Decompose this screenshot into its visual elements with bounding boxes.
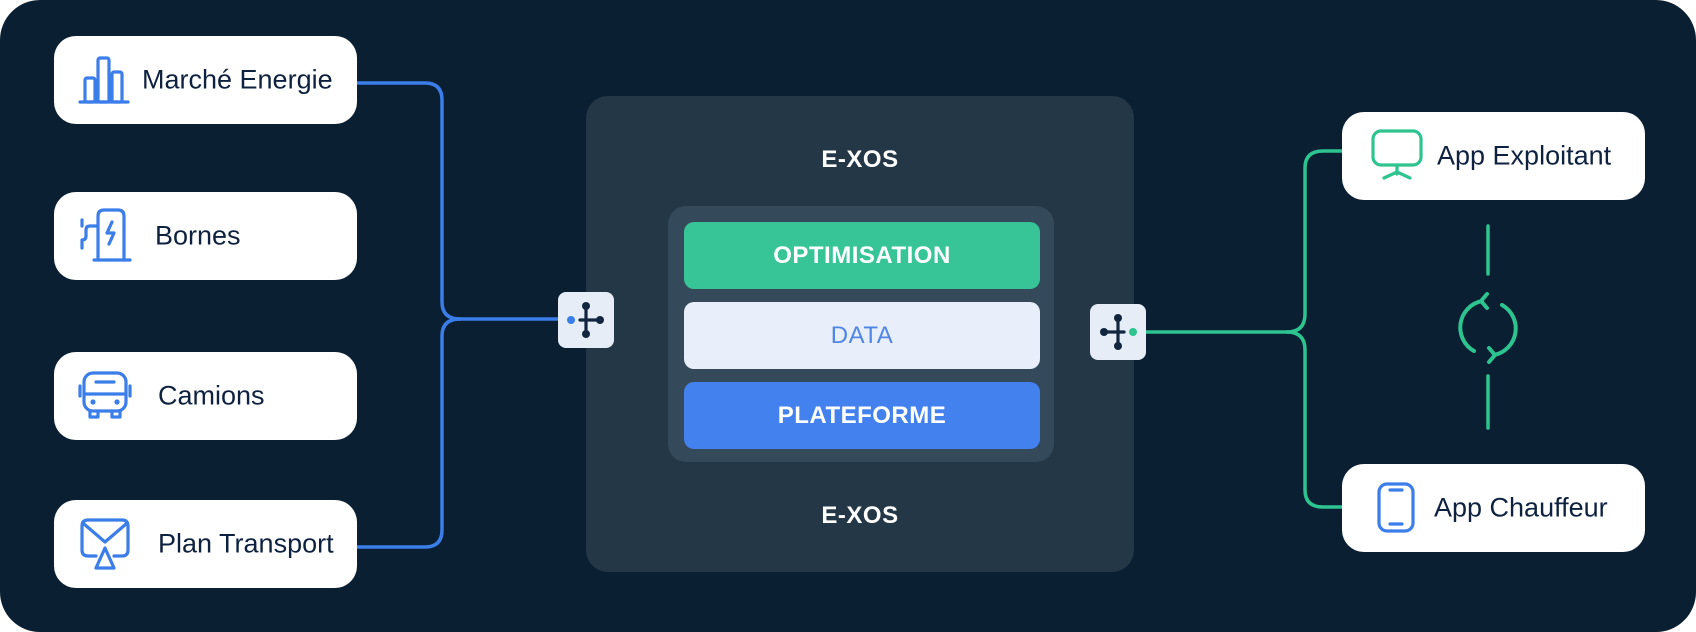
output-card-app-exploitant: App Exploitant xyxy=(1342,112,1645,200)
input-card-camions: Camions xyxy=(54,352,357,440)
input-label: Camions xyxy=(158,380,265,411)
wire-app-chauffeur xyxy=(1285,330,1345,509)
output-label: App Exploitant xyxy=(1437,140,1612,171)
output-connector xyxy=(1090,304,1146,360)
core-title-top: E-XOS xyxy=(821,146,899,173)
wire-app-exploitant xyxy=(1285,149,1345,334)
monitor-icon xyxy=(1371,129,1423,180)
layer-data: DATA xyxy=(684,302,1040,369)
mail-send-icon xyxy=(80,518,130,570)
wire-marche-energie xyxy=(356,81,462,321)
hub-icon xyxy=(567,302,604,338)
output-card-app-chauffeur: App Chauffeur xyxy=(1342,464,1645,552)
input-card-marche-energie: Marché Energie xyxy=(54,36,357,124)
layer-optimisation: OPTIMISATION xyxy=(684,222,1040,289)
core-platform: E-XOS OPTIMISATION DATA PLATEFORME E-XOS xyxy=(586,96,1134,572)
input-card-bornes: Bornes xyxy=(54,192,357,280)
input-card-plan-transport: Plan Transport xyxy=(54,500,357,588)
input-connector xyxy=(558,292,614,348)
layer-stack: OPTIMISATION DATA PLATEFORME xyxy=(668,206,1054,462)
input-label: Plan Transport xyxy=(158,528,334,559)
smartphone-icon xyxy=(1377,482,1415,533)
bus-icon xyxy=(78,371,132,419)
bar-chart-icon xyxy=(78,56,130,104)
input-label: Bornes xyxy=(155,220,241,251)
core-title-bottom: E-XOS xyxy=(821,502,899,529)
hub-icon xyxy=(1100,314,1137,350)
input-label: Marché Energie xyxy=(142,64,333,95)
sync-icon xyxy=(1458,292,1518,364)
layer-plateforme: PLATEFORME xyxy=(684,382,1040,449)
output-label: App Chauffeur xyxy=(1434,492,1608,523)
wire-plan-transport xyxy=(356,317,462,549)
charging-station-icon xyxy=(80,208,132,262)
